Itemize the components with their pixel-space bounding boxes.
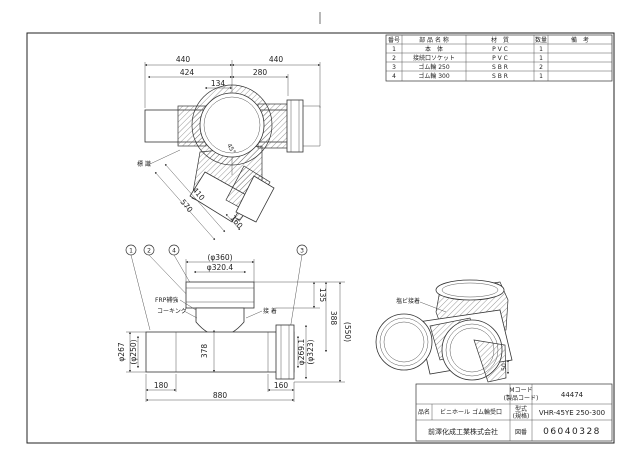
dim-550: (550) [343, 322, 352, 342]
dim-320: φ320.4 [207, 263, 234, 272]
label-caulking: コーキング [157, 307, 187, 315]
parts-header-name: 部 品 名 称 [419, 36, 449, 44]
dim-250: (φ250) [129, 339, 138, 364]
parts-row-material: P V C [492, 46, 508, 53]
dim-388: 388 [329, 311, 338, 326]
dim-269: φ269.1 [297, 339, 306, 366]
balloon-4: 4 [172, 248, 176, 255]
m-code-label-sub: (製品コード) [504, 394, 539, 402]
model-label: 型式 [515, 405, 527, 413]
dim-570: 570 [178, 198, 194, 215]
parts-row-qty: 1 [539, 73, 543, 80]
dim-134: 134 [211, 79, 226, 88]
drawing-no-value: 06040328 [543, 427, 601, 437]
dim-378: 378 [200, 344, 209, 359]
dim-440-right: 440 [269, 55, 284, 64]
parts-row-name: 本 体 [425, 45, 443, 53]
model-value: VHR-45YE 250-300 [539, 409, 605, 417]
dim-160-front: 160 [274, 381, 289, 390]
front-view: 1 2 4 3 (φ360) φ320.4 [117, 244, 352, 402]
parts-row-name: ゴム輪 300 [418, 72, 450, 80]
item-value: ビニホール ゴム輪受口 [440, 408, 502, 416]
label-mark: 標 識 [137, 160, 151, 168]
drawing-no-label: 図番 [515, 429, 527, 436]
dim-280: 280 [253, 68, 268, 77]
parts-row-no: 2 [392, 55, 396, 62]
balloon-2: 2 [147, 248, 151, 255]
dim-angle: 45° [225, 143, 236, 156]
dim-424: 424 [180, 68, 195, 77]
balloon-3: 3 [300, 248, 304, 255]
drawing-frame [26, 32, 615, 444]
parts-row-qty: 1 [539, 46, 543, 53]
parts-header-note: 備 考 [571, 36, 589, 44]
dim-135: 135 [318, 288, 327, 303]
iso-view: 塩ビ接着 50 [375, 279, 513, 383]
dim-323: (φ323) [306, 339, 315, 364]
label-frp: FRP補強 [155, 296, 178, 304]
dim-267: φ267 [117, 342, 126, 361]
parts-row-no: 3 [392, 64, 396, 71]
dim-440-left: 440 [176, 55, 191, 64]
parts-row-material: S B R [492, 73, 508, 80]
label-adhesive: 接 着 [263, 307, 277, 315]
item-label: 品名 [418, 408, 430, 416]
company-name: 前澤化成工業株式会社 [428, 427, 498, 436]
parts-row-material: S B R [492, 64, 508, 71]
m-code-value: 44474 [561, 391, 584, 399]
dim-360: (φ360) [207, 253, 232, 262]
m-code-label: Mコード [509, 387, 532, 394]
balloon-1: 1 [129, 248, 133, 255]
label-pvc-adhesive: 塩ビ接着 [396, 297, 420, 305]
top-view: 440 424 280 440 134 45° 410 570 160 標 識 [137, 55, 321, 241]
parts-header-no: 番号 [388, 37, 400, 44]
parts-table: 番号 部 品 名 称 材 質 数量 備 考 1 本 体 P V C 1 2 接続… [385, 34, 613, 82]
parts-header-material: 材 質 [491, 36, 509, 44]
parts-row-name: ゴム輪 250 [418, 63, 450, 71]
parts-row-material: P V C [492, 55, 508, 62]
parts-row-qty: 2 [539, 64, 543, 71]
parts-row-qty: 1 [539, 55, 543, 62]
parts-row-name: 接続口ソケット [413, 54, 455, 62]
dim-180: 180 [154, 381, 169, 390]
parts-row-no: 4 [392, 73, 396, 80]
model-label-sub: (規格) [513, 412, 530, 420]
title-block: Mコード (製品コード) 44474 品名 ビニホール ゴム輪受口 型式 (規格… [415, 383, 613, 442]
dim-50: 50 [501, 363, 508, 371]
dim-880: 880 [213, 391, 228, 400]
parts-row-no: 1 [392, 46, 396, 53]
parts-header-qty: 数量 [535, 36, 547, 44]
